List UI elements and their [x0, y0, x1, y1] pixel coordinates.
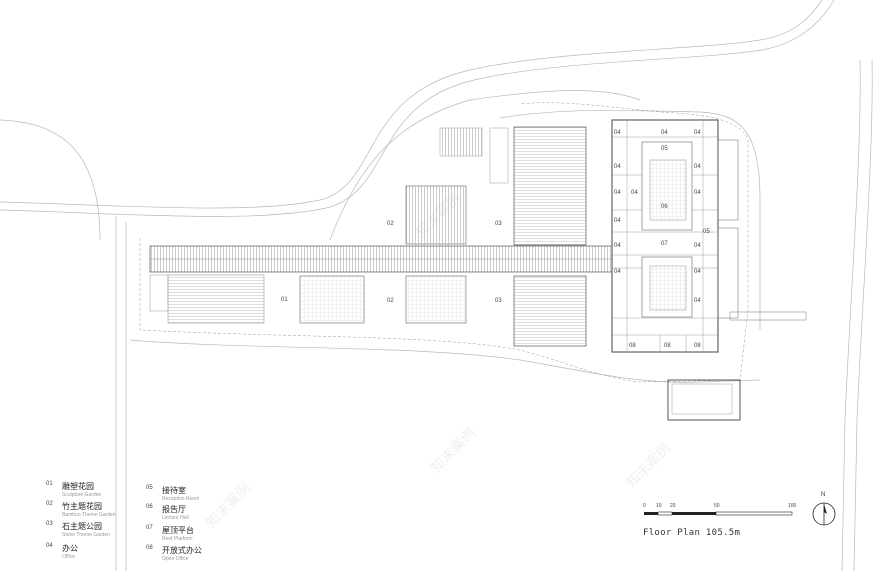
label-04: 04: [631, 190, 638, 196]
legend-cn: 竹主题花园: [62, 502, 102, 511]
legend-cn: 屋顶平台: [162, 526, 194, 535]
label-04: 04: [614, 243, 621, 249]
scale-tick-label: 10: [656, 503, 662, 509]
north-arrow-icon: [812, 502, 836, 526]
label-04: 04: [661, 130, 668, 136]
east-bridge: [729, 311, 807, 321]
legend-cn: 雕塑花园: [62, 482, 94, 491]
label-04: 04: [694, 164, 701, 170]
scale-tick-label: 50: [714, 503, 720, 509]
legend-en: Roof Platform: [162, 536, 193, 542]
hall-block-north: [513, 126, 587, 246]
label-03-north: 03: [495, 221, 502, 227]
label-03-south: 03: [495, 298, 502, 304]
label-04: 04: [614, 218, 621, 224]
legend-cn: 报告厅: [162, 505, 186, 514]
label-04: 04: [614, 130, 621, 136]
label-04: 04: [694, 269, 701, 275]
label-01: 01: [281, 297, 288, 303]
label-08: 08: [664, 343, 671, 349]
label-04: 04: [694, 298, 701, 304]
legend-en: Stone Theme Garden: [62, 532, 110, 538]
north-label: N: [821, 492, 826, 498]
label-08: 08: [629, 343, 636, 349]
legend-cn: 接待室: [162, 486, 186, 495]
site-boundary: [139, 102, 749, 383]
legend-en: Office: [62, 554, 75, 560]
label-04: 04: [694, 130, 701, 136]
label-04: 04: [694, 243, 701, 249]
courtyard-03-south: [405, 275, 467, 324]
legend-cn: 办公: [62, 544, 78, 553]
legend-number: 07: [146, 525, 153, 531]
legend-number: 08: [146, 545, 153, 551]
label-04: 04: [614, 190, 621, 196]
north-arrow: N: [811, 492, 841, 532]
label-04: 04: [614, 269, 621, 275]
room-labels: 01 02 02 03 03 04 04 04 04 04 04 04 04 0…: [281, 130, 710, 349]
scale-tick-label: 20: [670, 503, 676, 509]
label-02-north: 02: [387, 221, 394, 227]
garden-01-area: [167, 274, 265, 324]
legend-cn: 开放式办公: [162, 546, 202, 555]
scale-bar-graphic: [644, 511, 793, 516]
legend-cn: 石主题公园: [62, 522, 102, 531]
label-02-south: 02: [387, 298, 394, 304]
annex-block: [667, 379, 741, 421]
office-building: [611, 119, 739, 353]
label-04: 04: [694, 190, 701, 196]
label-05: 05: [703, 229, 710, 235]
legend-en: Reception Room: [162, 496, 200, 502]
label-07: 07: [661, 241, 668, 247]
courtyard-02-south: [299, 275, 365, 324]
legend-en: Open Office: [162, 556, 189, 562]
hall-block-south: [513, 275, 587, 347]
label-05: 05: [661, 146, 668, 152]
legend-number: 03: [46, 521, 53, 527]
legend-number: 06: [146, 504, 153, 510]
legend-number: 04: [46, 543, 53, 549]
scale-tick-label: 100: [788, 503, 797, 509]
legend-en: Lecture Hall: [162, 515, 189, 521]
plan-title: Floor Plan 105.5m: [643, 528, 741, 538]
legend-number: 05: [146, 485, 153, 491]
legend-number: 02: [46, 501, 53, 507]
label-06: 06: [661, 204, 668, 210]
label-08: 08: [694, 343, 701, 349]
legend: 01 雕塑花园 Sculpture Garden 02 竹主题花园 Bamboo…: [46, 481, 306, 567]
courtyard-02-north: [405, 185, 467, 245]
legend-en: Bamboo Theme Garden: [62, 512, 116, 518]
scale-tick-label: 0: [643, 503, 646, 509]
legend-number: 01: [46, 481, 53, 487]
legend-en: Sculpture Garden: [62, 492, 102, 498]
scale-bar: 0 10 20 50 100: [640, 503, 800, 543]
label-04: 04: [614, 164, 621, 170]
